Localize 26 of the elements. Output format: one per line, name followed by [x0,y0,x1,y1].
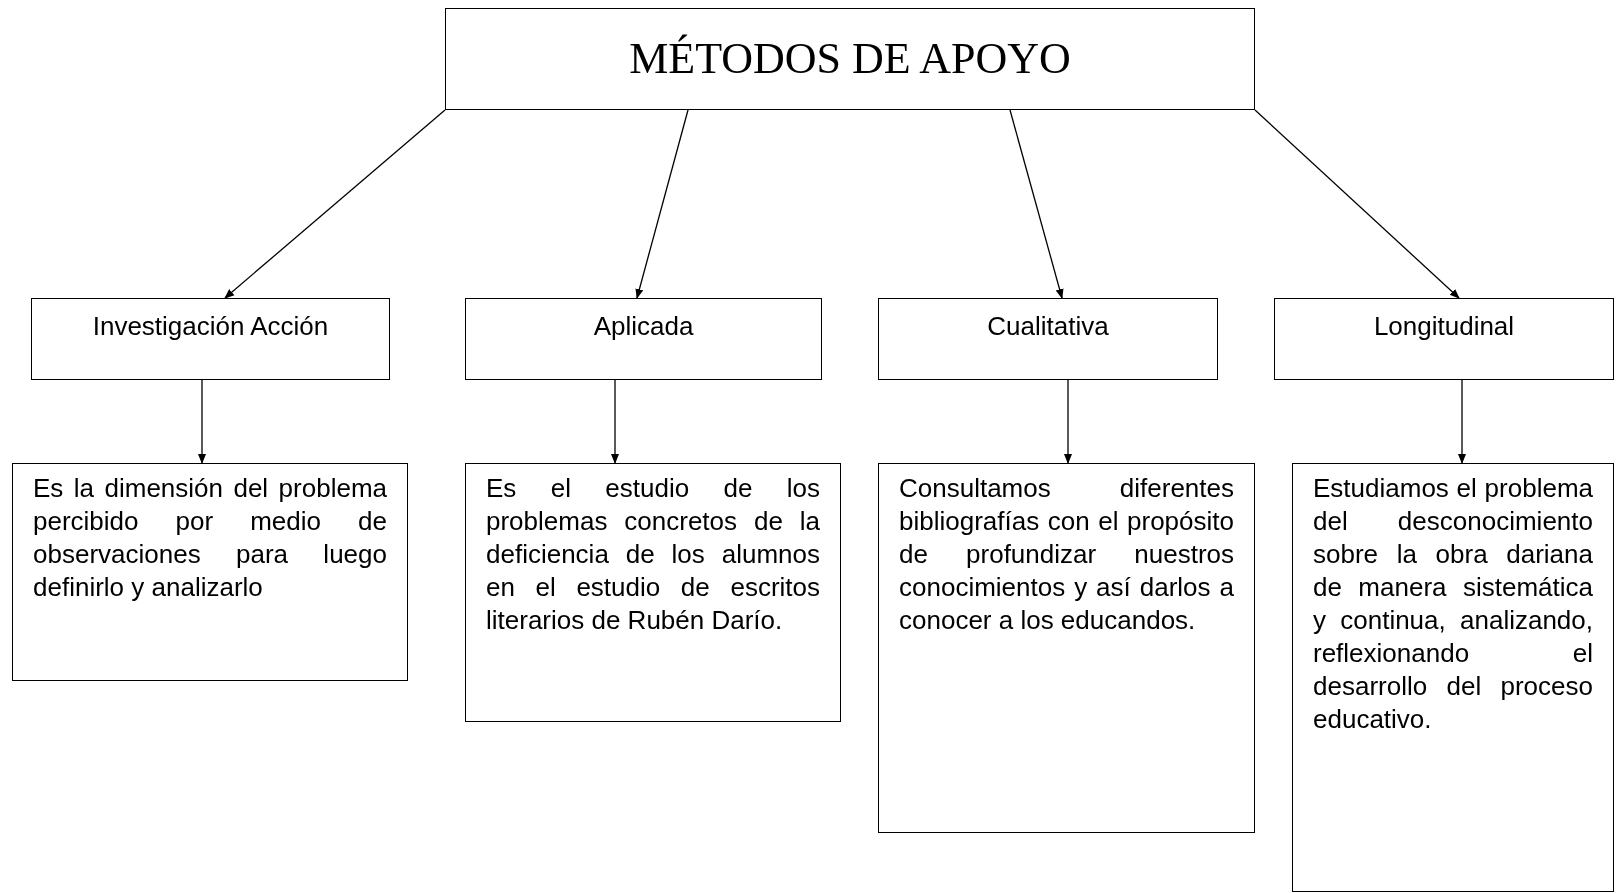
arrow [198,379,206,464]
description-box [465,463,841,722]
description-box [1292,463,1614,892]
arrow [224,109,446,299]
arrow [1064,379,1072,464]
category-box [31,298,390,380]
category-label: Longitudinal [1373,310,1515,343]
category-box [465,298,822,380]
description-text: Consultamos diferentes bibliografías con el propósito de profundizar nuestros conocimientos y así darlos a conocer a los educandos. [899,473,1234,635]
category-label: Cualitativa [987,310,1109,343]
arrow [1009,109,1064,299]
description-text: Estudiamos el problema del desconocimiento sobre la obra dariana de manera sistemática y continua, analizando, reflexionando el desarrollo del proceso educativo. [1313,473,1593,734]
description-text: Es el estudio de los problemas concretos de la deficiencia de los alumnos en el estudio de escritos literarios de Rubén Darío. [486,473,820,635]
category-box [1274,298,1614,380]
title-box [445,8,1255,110]
arrow [635,109,689,299]
category-label: Investigación Acción [92,310,329,343]
title-text: MÉTODOS DE APOYO [629,33,1071,85]
description-box [12,463,408,681]
category-label: Aplicada [593,310,694,343]
description-text: Es la dimensión del problema percibido por medio de observaciones para luego definirlo y analizarlo [33,473,387,602]
description-box [878,463,1255,833]
arrow [1254,109,1460,299]
arrow [611,379,619,464]
arrow [1458,379,1466,464]
category-box [878,298,1218,380]
